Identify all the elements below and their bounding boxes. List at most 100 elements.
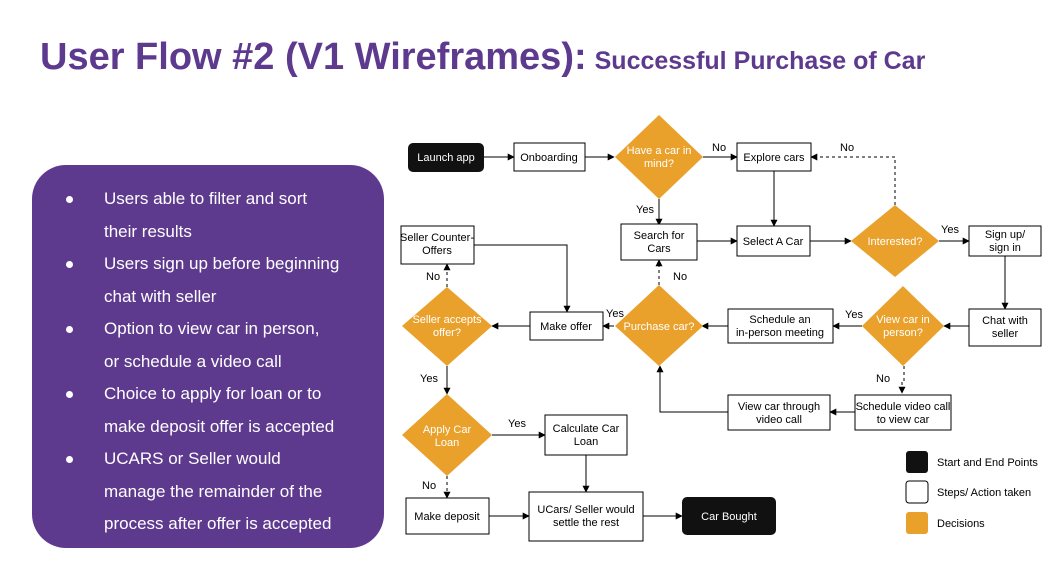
node-label: View car through <box>738 401 820 413</box>
node-label: Explore cars <box>743 152 805 164</box>
node-onboarding <box>513 142 586 172</box>
node-label: seller <box>992 328 1019 340</box>
bullet-text: Choice to apply for loan or to <box>104 384 322 403</box>
node-label: View car in <box>876 314 930 326</box>
edge-label: No <box>840 142 854 154</box>
connectors <box>443 153 1009 520</box>
node-label: Launch app <box>417 152 475 164</box>
node-label: Schedule video call <box>856 401 951 413</box>
edge-label: No <box>673 271 687 283</box>
node-seller-counter <box>400 225 475 265</box>
node-label: Interested? <box>867 236 922 248</box>
legend-step-swatch <box>905 480 929 504</box>
node-label: Search for <box>634 230 685 242</box>
bullet-text: their results <box>104 221 192 241</box>
node-label: UCars/ Seller would <box>537 504 634 516</box>
edge-view-schedulevideo <box>898 366 906 394</box>
legend-decision-label: Decisions <box>937 518 985 530</box>
title-main: User Flow #2 (V1 Wireframes): <box>40 36 587 78</box>
node-seller-accepts <box>402 287 492 366</box>
bullet-loan-deposit: Choice to apply for loan or to make depos… <box>32 378 384 443</box>
bullet-dot <box>66 261 73 268</box>
node-make-deposit <box>405 497 490 535</box>
node-interested <box>851 205 939 277</box>
node-make-offer <box>529 311 604 341</box>
node-label: Loan <box>574 436 598 448</box>
bullet-view-car: Option to view car in person,or schedule… <box>32 313 384 378</box>
node-label: Make offer <box>540 321 592 333</box>
node-label: settle the rest <box>553 517 619 529</box>
edge-counter-makeoffer <box>474 244 571 313</box>
edge-label: Yes <box>636 204 654 216</box>
legend-terminal-swatch <box>906 451 928 473</box>
bullet-manage-process: UCARS or Seller would manage the remainde… <box>32 443 384 541</box>
node-label: person? <box>883 327 923 339</box>
edge-label: Yes <box>845 309 863 321</box>
node-purchase-car <box>615 285 703 366</box>
bullet-text: Users sign up before beginning <box>104 254 340 273</box>
node-label: Seller Counter- <box>400 232 474 244</box>
node-settle <box>528 491 644 542</box>
node-label: sign in <box>989 242 1021 254</box>
bullet-text: Users able to filter and sort <box>104 189 308 208</box>
legend-step-label: Steps/ Action taken <box>937 487 1031 499</box>
edge-label: Yes <box>420 373 438 385</box>
node-schedule-meeting <box>727 308 834 344</box>
node-label: Offers <box>422 245 452 257</box>
legend-decision-swatch <box>906 512 928 534</box>
node-label: Onboarding <box>520 152 578 164</box>
node-schedule-video <box>854 394 952 431</box>
node-label: video call <box>756 414 802 426</box>
edge-label: Yes <box>508 418 526 430</box>
node-explore-cars <box>736 142 812 172</box>
legend-terminal-label: Start and End Points <box>937 457 1038 469</box>
node-car-bought: Car Bought <box>682 497 776 535</box>
node-have-car <box>615 115 703 199</box>
node-view-video <box>727 394 831 431</box>
bullet-dot <box>66 456 73 463</box>
bullet-dot <box>66 326 73 333</box>
node-label: Schedule an <box>749 314 810 326</box>
node-view-in-person <box>862 286 944 366</box>
bullet-text: Option to view car in person, <box>104 319 320 338</box>
node-apply-loan <box>402 394 492 476</box>
decision-labels: Have a car in mind? Interested? Seller a… <box>412 145 929 449</box>
node-label: in-person meeting <box>736 327 824 339</box>
node-label: Purchase car? <box>624 321 695 333</box>
node-label: to view car <box>877 414 930 426</box>
node-label: Car Bought <box>701 511 757 523</box>
node-select-car <box>736 225 811 257</box>
node-label: Select A Car <box>743 236 804 248</box>
edge-label: Yes <box>606 308 624 320</box>
node-label: Sign up/ <box>985 229 1026 241</box>
bullet-dot <box>66 196 73 203</box>
summary-list: Users able to filter and sort their resul… <box>32 183 384 541</box>
bullet-filter-sort: Users able to filter and sort their resul… <box>32 183 384 248</box>
node-label: Chat with <box>982 315 1028 327</box>
edge-labels: No Yes No Yes No Yes No Yes Yes No Yes N… <box>420 142 959 492</box>
node-launch-app: Launch app <box>408 143 484 172</box>
node-label: Loan <box>435 437 459 449</box>
node-calc-loan <box>544 414 628 456</box>
node-chat-seller <box>968 308 1042 347</box>
bullet-text: make deposit offer is accepted <box>104 416 335 436</box>
node-label: Apply Car <box>423 424 472 436</box>
decision-shapes <box>402 115 944 476</box>
process-labels: Onboarding Explore cars Search for Cars … <box>400 152 1028 529</box>
page-title: User Flow #2 (V1 Wireframes):Successful … <box>40 36 925 79</box>
title-sub: Successful Purchase of Car <box>594 47 926 75</box>
node-search-cars <box>620 223 698 261</box>
legend: Start and End Points Steps/ Action taken… <box>905 451 1038 534</box>
node-label: Calculate Car <box>553 423 620 435</box>
bullet-text: manage the remainder of the <box>104 481 323 501</box>
bullet-dot <box>66 391 73 398</box>
edge-videocall-purchase <box>656 365 728 413</box>
edge-interested-explore <box>810 153 896 205</box>
bullet-text: UCARS or Seller would <box>104 449 281 468</box>
node-label: mind? <box>644 158 674 170</box>
node-signup <box>968 225 1042 257</box>
node-label: Make deposit <box>414 511 479 523</box>
process-boxes <box>400 142 1042 542</box>
